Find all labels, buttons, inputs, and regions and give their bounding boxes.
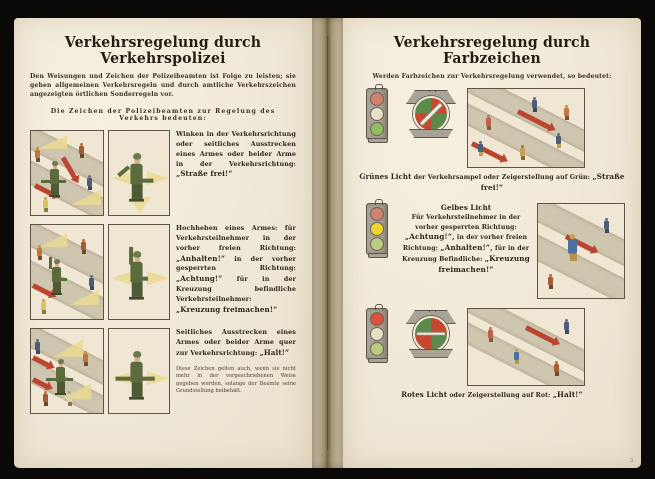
page-number: 3 <box>629 458 633 464</box>
right-page-intro: Werden Farbzeichen zur Verkehrsregelung … <box>372 72 612 80</box>
right-entry-red <box>359 303 625 386</box>
left-entry-3: Seitliches Ausstrecken eines Armes oder … <box>30 328 296 415</box>
right-page-title: Verkehrsregelung durch Farbzeichen <box>393 34 591 67</box>
right-caption-green: Grünes Licht der Verkehrsampel oder Zeig… <box>359 172 625 194</box>
right-caption-red-text: oder Zeigerstellung auf Rot: <box>449 391 551 399</box>
signal-pointer <box>416 331 446 337</box>
lamp-yellow <box>370 107 384 121</box>
right-caption-yellow-text: Für Verkehrsteilnehmer in der vorher ges… <box>411 214 521 231</box>
lamp-yellow <box>370 326 384 341</box>
left-page: Verkehrsregelung durch Verkehrspolizei D… <box>14 18 312 468</box>
pointer-signal-green <box>403 88 459 139</box>
left-caption-2: Hochheben eines Armes: für Verkehrsteiln… <box>170 224 296 315</box>
illustration-group-1 <box>30 130 170 217</box>
illustration-crossing-3 <box>30 328 104 415</box>
left-page-title: Verkehrsregelung durch Verkehrspolizei <box>64 34 262 67</box>
right-caption-red: Rotes Licht oder Zeigerstellung auf Rot:… <box>359 390 625 401</box>
right-caption-yellow: Gelbes Licht Für Verkehrsteilnehmer in d… <box>402 203 530 276</box>
illustration-officer-1 <box>108 130 170 217</box>
left-caption-1-text: Winken in der Verkehrsrichtung oder seit… <box>176 130 296 168</box>
right-caption-yellow-command: „Achtung!“, <box>404 231 455 241</box>
left-caption-2-command2: „Achtung!“ <box>176 274 223 284</box>
right-caption-green-command: „Straße frei!“ <box>480 172 625 192</box>
left-caption-2-command3: „Kreuzung freimachen!“ <box>176 304 278 314</box>
lamp-green-lit <box>370 122 384 137</box>
left-caption-3: Seitliches Ausstrecken eines Armes oder … <box>170 328 296 358</box>
left-caption-3-command: „Halt!“ <box>259 347 290 357</box>
lamp-yellow-lit <box>370 221 384 236</box>
left-page-intro: Den Weisungen und Zeichen der Polizeibea… <box>30 72 296 99</box>
right-caption-red-heading: Rotes Licht <box>401 389 448 399</box>
illustration-crossing-2 <box>30 224 104 321</box>
left-caption-2-command: „Anhalten!“ <box>176 253 226 263</box>
lamp-red <box>370 206 384 221</box>
illustration-street-yellow <box>537 202 625 299</box>
left-page-lead: Die Zeichen der Polizeibeamten zur Regel… <box>50 108 276 123</box>
illustration-crossing-1 <box>30 130 104 217</box>
right-caption-green-heading: Grünes Licht <box>359 172 412 182</box>
traffic-light-red <box>366 303 388 363</box>
left-caption-2-text2: in der vorher gesperrten Richtung: <box>176 254 297 273</box>
right-caption-green-text: der Verkehrsampel oder Zeigerstellung au… <box>413 174 591 182</box>
traffic-light-green <box>366 84 388 144</box>
right-caption-yellow-text3: für in der Kreuzung Befindliche: <box>402 244 530 263</box>
pointer-signal-red <box>403 308 459 358</box>
right-caption-red-command: „Halt!“ <box>552 389 583 399</box>
illustration-group-2 <box>30 224 170 321</box>
illustration-street-green <box>467 88 585 169</box>
left-caption-2-text3: für in der Kreuzung befindliche Verkehrs… <box>176 275 297 303</box>
left-caption-2-text: Hochheben eines Armes: für Verkehrsteiln… <box>176 224 296 252</box>
illustration-officer-3 <box>108 328 170 415</box>
left-entry-1: Winken in der Verkehrsrichtung oder seit… <box>30 130 296 217</box>
illustration-officer-2 <box>108 224 170 321</box>
left-page-footnote: Diese Zeichen gelten auch, wenn sie nich… <box>176 365 296 395</box>
left-caption-3-text: Seitliches Ausstrecken eines Armes oder … <box>176 328 296 357</box>
lamp-red-lit <box>370 311 384 326</box>
lamp-green <box>370 342 384 357</box>
signal-disc <box>413 315 449 352</box>
right-entry-green <box>359 84 625 169</box>
left-entry-2: Hochheben eines Armes: für Verkehrsteiln… <box>30 224 296 321</box>
traffic-light-yellow <box>366 198 388 258</box>
right-caption-yellow-heading: Gelbes Licht <box>440 202 492 212</box>
signal-pointer <box>418 101 444 127</box>
open-booklet: Verkehrsregelung durch Verkehrspolizei D… <box>14 18 641 468</box>
book-spine-gutter <box>312 18 343 468</box>
signal-disc <box>413 96 449 133</box>
left-caption-1: Winken in der Verkehrsrichtung oder seit… <box>170 130 296 180</box>
right-caption-yellow-command2: „Anhalten!“, <box>440 242 493 252</box>
right-caption-yellow-text2: in der vorher freien Richtung: <box>402 233 528 252</box>
right-page: Verkehrsregelung durch Farbzeichen Werde… <box>343 18 641 468</box>
illustration-group-3 <box>30 328 170 415</box>
left-caption-1-command: „Straße frei!“ <box>176 169 233 179</box>
right-entry-yellow: Gelbes Licht Für Verkehrsteilnehmer in d… <box>359 198 625 299</box>
right-caption-yellow-command3: „Kreuzung freimachen!“ <box>438 253 530 274</box>
lamp-red <box>370 91 384 106</box>
illustration-street-red <box>467 307 585 386</box>
lamp-green <box>370 237 384 252</box>
